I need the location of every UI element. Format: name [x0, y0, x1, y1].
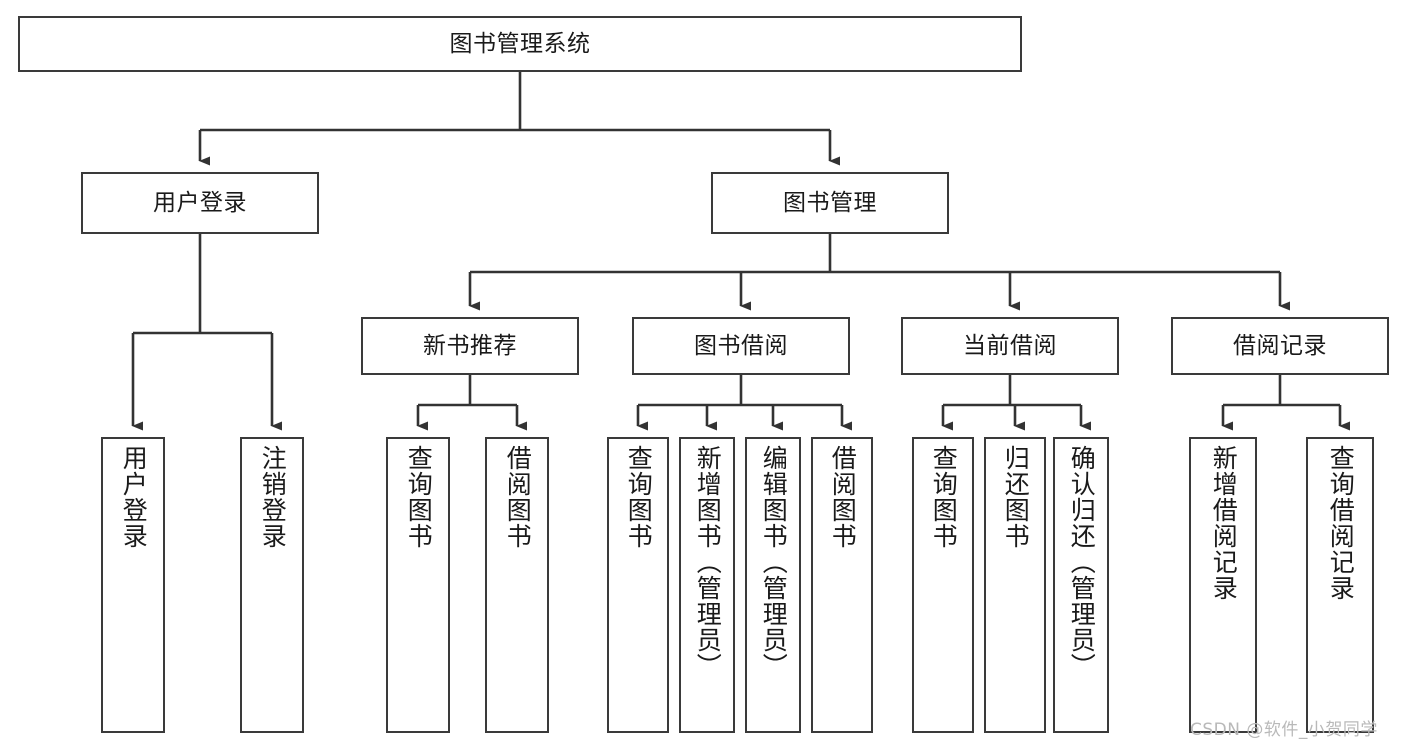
node-label: 注销登录: [258, 445, 288, 549]
node-label: 查询图书: [929, 445, 959, 549]
node-label: 借阅记录: [1233, 332, 1327, 359]
node-label: 图书借阅: [694, 332, 788, 359]
node-label: 借阅图书: [828, 445, 858, 549]
node-label: 查询图书: [404, 445, 434, 549]
node-leaf_5[interactable]: 查询图书: [607, 437, 669, 733]
node-leaf_3[interactable]: 查询图书: [386, 437, 450, 733]
node-label: 借阅图书: [503, 445, 533, 549]
node-l1_b[interactable]: 图书管理: [711, 172, 949, 234]
node-leaf_1[interactable]: 用户登录: [101, 437, 165, 733]
node-label: 当前借阅: [963, 332, 1057, 359]
node-l1_a[interactable]: 用户登录: [81, 172, 319, 234]
node-leaf_4[interactable]: 借阅图书: [485, 437, 549, 733]
node-label: 查询借阅记录: [1326, 445, 1356, 601]
node-label: 新增借阅记录: [1209, 445, 1239, 601]
node-label: 归还图书: [1001, 445, 1031, 549]
node-l2_c[interactable]: 当前借阅: [901, 317, 1119, 375]
node-l2_d[interactable]: 借阅记录: [1171, 317, 1389, 375]
node-label: 确认归还（管理员）: [1067, 445, 1097, 679]
node-label: 查询图书: [624, 445, 654, 549]
node-label: 新增图书（管理员）: [693, 445, 723, 679]
node-leaf_12[interactable]: 新增借阅记录: [1189, 437, 1257, 733]
node-leaf_10[interactable]: 归还图书: [984, 437, 1046, 733]
node-label: 用户登录: [153, 189, 247, 216]
node-leaf_13[interactable]: 查询借阅记录: [1306, 437, 1374, 733]
node-leaf_8[interactable]: 借阅图书: [811, 437, 873, 733]
node-root[interactable]: 图书管理系统: [18, 16, 1022, 72]
node-label: 用户登录: [119, 445, 149, 549]
node-leaf_6[interactable]: 新增图书（管理员）: [679, 437, 735, 733]
node-leaf_9[interactable]: 查询图书: [912, 437, 974, 733]
node-leaf_7[interactable]: 编辑图书（管理员）: [745, 437, 801, 733]
node-l2_b[interactable]: 图书借阅: [632, 317, 850, 375]
node-leaf_2[interactable]: 注销登录: [240, 437, 304, 733]
node-label: 新书推荐: [423, 332, 517, 359]
node-label: 图书管理: [783, 189, 877, 216]
watermark-credit: CSDN @软件_小贺同学: [1190, 720, 1378, 740]
node-label: 编辑图书（管理员）: [759, 445, 789, 679]
node-label: 图书管理系统: [449, 30, 591, 57]
node-leaf_11[interactable]: 确认归还（管理员）: [1053, 437, 1109, 733]
node-l2_a[interactable]: 新书推荐: [361, 317, 579, 375]
